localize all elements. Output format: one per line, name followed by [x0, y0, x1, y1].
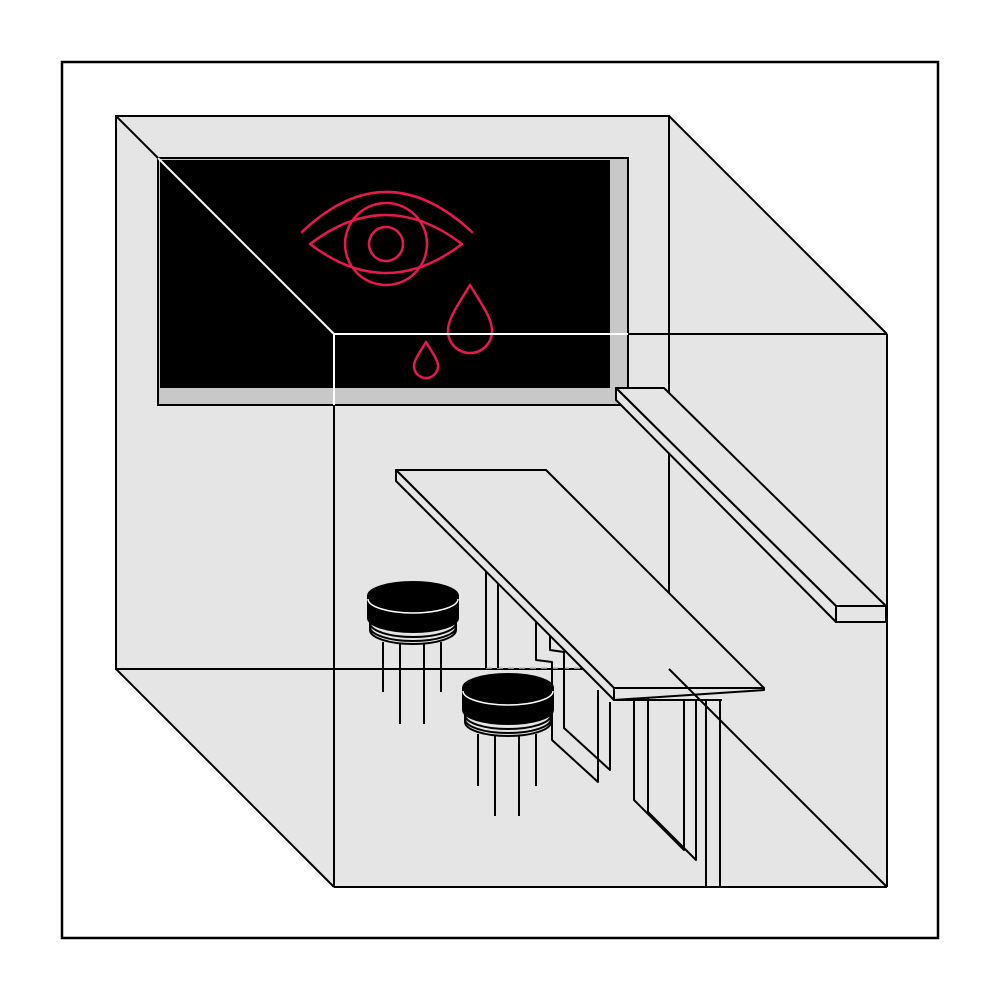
seat-rim: [367, 598, 459, 614]
stool-seat: [367, 581, 459, 645]
seat-top: [462, 673, 554, 703]
glass-diagonal: [157, 157, 335, 335]
counter-legs: [485, 565, 721, 887]
stool-legs: [382, 642, 442, 724]
room-edges: [115, 115, 888, 888]
glass-highlights: [157, 157, 628, 405]
eye-outline: [308, 213, 464, 275]
stool-icon: [462, 673, 554, 816]
floor-left-edge: [115, 668, 335, 888]
stool-seat: [462, 673, 554, 737]
iris: [343, 201, 429, 287]
tear-drop-large: [446, 283, 494, 355]
counter-edge: [613, 687, 765, 701]
counter-leg-5: [633, 690, 685, 851]
ceiling-left-edge-upper: [115, 115, 159, 159]
counter-leg-4: [549, 628, 611, 771]
stool-legs: [477, 734, 537, 816]
counter-table: [395, 469, 765, 701]
pupil: [367, 225, 405, 263]
seat-ring-lines: [464, 714, 552, 734]
outer-frame: [60, 60, 940, 940]
seat-top: [367, 581, 459, 611]
tear-drop-small: [412, 340, 440, 380]
counter-leg-6: [647, 690, 697, 861]
seat-rim: [462, 690, 554, 706]
ceiling-right-edge: [668, 115, 888, 335]
crying-eye-icon: [300, 190, 494, 380]
seat-ring-lines: [369, 622, 457, 642]
shelf-edge: [835, 605, 887, 623]
floor-right-edge: [668, 668, 888, 888]
wall-shelf: [615, 387, 887, 623]
eyebrow-arc: [300, 190, 474, 234]
tv-screen: [157, 157, 629, 406]
stool-icon: [367, 581, 459, 724]
